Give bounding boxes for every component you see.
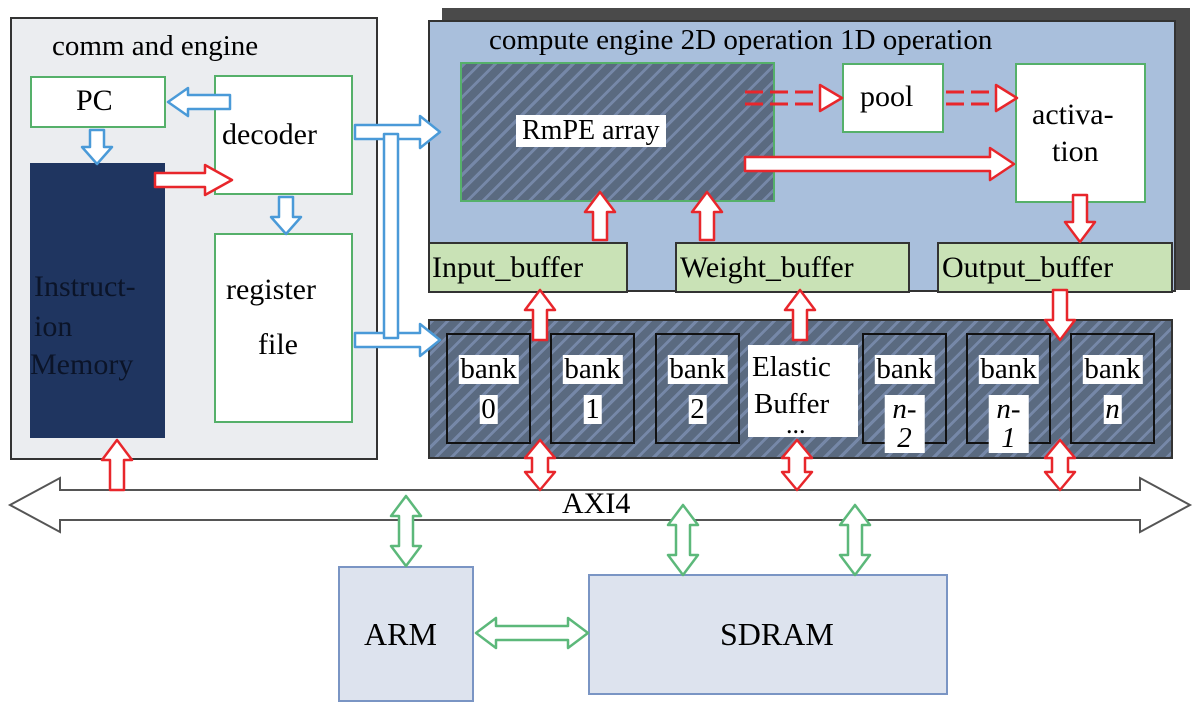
activation-to-output-buffer-arrow — [1063, 193, 1097, 244]
bank-n-1-label-2: n-1 — [988, 395, 1029, 453]
bank-n-2: bank n-2 — [862, 333, 947, 453]
instruction-memory-label-2: ion — [34, 310, 73, 343]
bus-to-memory-arrow — [100, 438, 134, 492]
elastic-to-weight-buffer-arrow — [783, 288, 817, 342]
weight-buffer-to-rmpe-arrow — [690, 190, 724, 242]
activation-label-1: activa- — [1032, 98, 1114, 131]
bank-n-1-label-1: bank — [978, 353, 1039, 385]
arm-sdram-arrow — [474, 616, 590, 650]
rmpe-to-pool-dashed-arrow — [745, 90, 820, 106]
pc-to-memory-arrow — [80, 128, 114, 166]
bank-0: bank 0 — [446, 333, 531, 444]
pc-block — [30, 76, 166, 128]
pool-block — [842, 63, 944, 133]
output-buffer-to-bank-arrow — [1043, 288, 1077, 342]
register-file-label-1: register — [226, 273, 316, 306]
bank-n-1: bank n-1 — [966, 333, 1051, 453]
weight-buffer — [675, 242, 910, 293]
weight-buffer-label: Weight_buffer — [680, 251, 854, 284]
pool-to-activation-dashed-arrow — [946, 90, 996, 106]
memory-to-decoder-arrow — [153, 163, 234, 197]
elastic-buffer-label-1: Elastic — [752, 351, 831, 383]
vertical-bus-line — [382, 132, 400, 340]
bank-1: bank 1 — [550, 333, 635, 444]
activation-label-2: tion — [1052, 135, 1099, 168]
axi4-bus-arrow — [7, 476, 1193, 534]
sdram-block — [588, 574, 948, 695]
sdram-label: SDRAM — [720, 616, 834, 652]
bank-n-label-1: bank — [1082, 353, 1143, 385]
bank-to-input-buffer-arrow — [523, 288, 557, 342]
decoder-to-pc-arrow — [166, 86, 232, 118]
pool-label: pool — [860, 80, 914, 113]
rmpe-to-activation-arrow — [743, 146, 1016, 182]
input-buffer-to-rmpe-arrow — [583, 190, 617, 242]
bank-bus-arrow-3 — [1043, 438, 1077, 492]
axi4-label: AXI4 — [562, 487, 631, 520]
command-engine-title: comm and engine — [52, 30, 259, 62]
bank-n-2-label-1: bank — [874, 353, 935, 385]
bank-n: bank n — [1070, 333, 1155, 444]
instruction-memory-label-1: Instruct- — [34, 270, 136, 303]
register-file-block — [214, 233, 353, 423]
bank-bus-arrow-1 — [523, 438, 557, 492]
bank-0-label-1: bank — [458, 353, 519, 385]
bus-arm-arrow — [389, 494, 423, 568]
pool-to-activation-arrowhead — [994, 83, 1019, 113]
bank-0-label-2: 0 — [479, 393, 498, 425]
decoder-label: decoder — [222, 118, 317, 151]
arm-label: ARM — [364, 616, 437, 652]
register-to-banks-arrow — [353, 322, 442, 358]
compute-engine-title: compute engine 2D operation 1D operation — [489, 24, 993, 56]
bank-2-label-1: bank — [667, 353, 728, 385]
rmpe-to-pool-arrowhead — [818, 83, 844, 113]
bus-sdram-arrow-1 — [666, 503, 700, 577]
rmpe-array-label: RmPE array — [516, 115, 666, 147]
bank-n-label-2: n — [1103, 393, 1122, 425]
instruction-memory-block — [30, 163, 165, 438]
bank-bus-arrow-2 — [780, 438, 814, 492]
decoder-to-register-arrow — [269, 195, 303, 236]
bank-1-label-1: bank — [562, 353, 623, 385]
input-buffer-label: Input_buffer — [432, 251, 584, 284]
bank-2: bank 2 — [655, 333, 740, 444]
decoder-block — [214, 75, 353, 195]
instruction-memory-label-3: Memory — [30, 348, 134, 381]
bank-n-2-label-2: n-2 — [884, 395, 925, 453]
elastic-buffer — [748, 345, 858, 437]
decoder-to-compute-arrow — [353, 114, 442, 150]
bank-2-label-2: 2 — [688, 393, 707, 425]
pc-label: PC — [76, 84, 113, 117]
bus-sdram-arrow-2 — [838, 503, 872, 577]
output-buffer-label: Output_buffer — [942, 251, 1114, 284]
bank-1-label-2: 1 — [583, 393, 602, 425]
input-buffer — [428, 242, 628, 293]
elastic-buffer-label-3: ... — [786, 410, 806, 439]
elastic-buffer-label-2: Buffer — [754, 388, 830, 420]
register-file-label-2: file — [258, 328, 298, 361]
arm-block — [338, 566, 474, 702]
